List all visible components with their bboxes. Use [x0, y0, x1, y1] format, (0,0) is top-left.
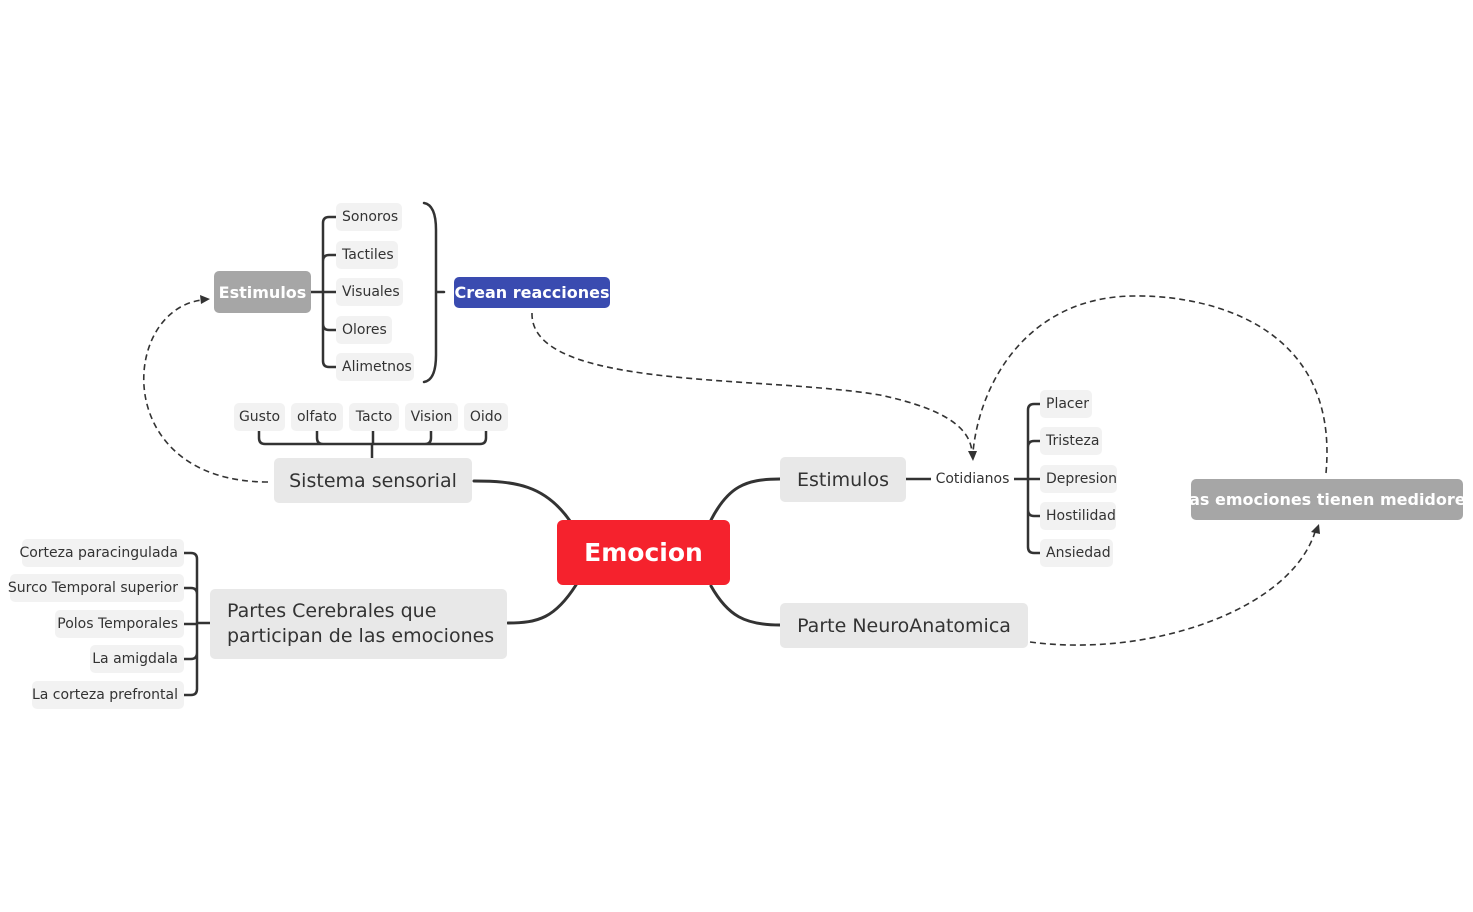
- bracket-cotidianos: [1012, 402, 1042, 555]
- main-topic-partes-cerebrales[interactable]: Partes Cerebrales que participan de las …: [210, 589, 507, 659]
- arrowhead-cotidianos: [968, 451, 977, 461]
- floating-topic-label: Las emociones tienen medidores: [1178, 490, 1473, 509]
- subtopic-depresion[interactable]: Depresion: [1040, 465, 1117, 493]
- subtopic-label: Vision: [410, 409, 453, 425]
- subtopic-label: olfato: [296, 409, 338, 425]
- connector-sistema-sensorial: [472, 479, 572, 523]
- subtopic-label: Visuales: [342, 284, 400, 300]
- subtopic-polos-temporales[interactable]: Polos Temporales: [55, 610, 184, 638]
- main-topic-label: Partes Cerebrales que participan de las …: [227, 600, 495, 647]
- subtopic-olfato[interactable]: olfato: [291, 403, 343, 431]
- subtopic-label: Olores: [342, 322, 387, 338]
- subtopic-oido[interactable]: Oido: [464, 403, 508, 431]
- subtopic-hostilidad[interactable]: Hostilidad: [1040, 502, 1116, 530]
- subtopic-olores[interactable]: Olores: [336, 316, 392, 344]
- subtopic-label: Oido: [469, 409, 503, 425]
- connector-parte-neuro: [709, 584, 782, 627]
- subtopic-label: La amigdala: [92, 651, 178, 667]
- subtopic-label: La corteza prefrontal: [31, 687, 178, 703]
- summary-label: Crean reacciones: [454, 283, 610, 302]
- subtopic-tacto[interactable]: Tacto: [349, 403, 399, 431]
- floating-topic-medidores[interactable]: Las emociones tienen medidores: [1179, 479, 1473, 520]
- main-topic-label: Estimulos: [797, 468, 889, 491]
- subtopic-label: Corteza paracingulada: [19, 545, 178, 561]
- relation-neuro-to-medidores: [1029, 531, 1316, 646]
- relation-sensorial-to-estimulos: [143, 299, 269, 483]
- subtopic-ansiedad[interactable]: Ansiedad: [1040, 539, 1113, 567]
- subtopic-corteza-prefrontal[interactable]: La corteza prefrontal: [32, 681, 184, 709]
- subtopic-placer[interactable]: Placer: [1040, 390, 1092, 418]
- subtopic-tristeza[interactable]: Tristeza: [1040, 427, 1102, 455]
- subtopic-label: Surco Temporal superior: [7, 580, 178, 596]
- subtopic-label: Gusto: [238, 409, 281, 425]
- summary-crean-reacciones[interactable]: Crean reacciones: [454, 277, 610, 308]
- subtopic-tactiles[interactable]: Tactiles: [336, 241, 398, 269]
- subtopic-cotidianos[interactable]: Cotidianos: [931, 465, 1014, 493]
- summary-brace: [422, 201, 446, 384]
- central-topic-label: Emocion: [584, 538, 703, 567]
- subtopic-amigdala[interactable]: La amigdala: [90, 645, 184, 673]
- subtopic-label: Polos Temporales: [57, 616, 178, 632]
- subtopic-label: Tacto: [355, 409, 393, 425]
- subtopic-label: Tactiles: [342, 247, 394, 263]
- main-topic-estimulos[interactable]: Estimulos: [780, 457, 906, 502]
- subtopic-label: Cotidianos: [935, 471, 1010, 487]
- subtopic-label: Ansiedad: [1046, 545, 1111, 561]
- subtopic-corteza-paracingulada[interactable]: Corteza paracingulada: [19, 539, 184, 567]
- connector-partes-cerebrales: [506, 583, 578, 625]
- main-topic-sistema-sensorial[interactable]: Sistema sensorial: [274, 458, 472, 503]
- subtopic-label: Depresion: [1046, 471, 1117, 487]
- subtopic-label: Placer: [1046, 396, 1089, 412]
- subtopic-label: Sonoros: [342, 209, 399, 225]
- floating-topic-label: Estimulos: [218, 282, 307, 302]
- subtopic-surco-temporal[interactable]: Surco Temporal superior: [7, 574, 184, 602]
- subtopic-label: Hostilidad: [1046, 508, 1116, 524]
- bracket-partes: [182, 551, 212, 697]
- subtopic-gusto[interactable]: Gusto: [234, 403, 285, 431]
- bracket-estimulos-floating: [309, 215, 338, 369]
- subtopic-label: Tristeza: [1046, 433, 1100, 449]
- main-topic-parte-neuroanatomica[interactable]: Parte NeuroAnatomica: [780, 603, 1028, 648]
- bracket-sentidos: [257, 429, 488, 460]
- subtopic-visuales[interactable]: Visuales: [336, 278, 403, 306]
- arrowhead-estimulos: [200, 295, 210, 304]
- central-topic[interactable]: Emocion: [557, 520, 730, 585]
- relation-reacciones-to-cotidianos: [531, 312, 973, 453]
- connector-estimulos-right: [709, 477, 782, 522]
- main-topic-label: Sistema sensorial: [289, 469, 457, 492]
- arrowhead-medidores: [1311, 524, 1320, 534]
- subtopic-vision[interactable]: Vision: [405, 403, 458, 431]
- subtopic-alimetnos[interactable]: Alimetnos: [336, 353, 414, 381]
- relation-medidores-to-cotidianos: [972, 295, 1328, 474]
- subtopic-label: Alimetnos: [342, 359, 412, 375]
- main-topic-label: Parte NeuroAnatomica: [797, 614, 1011, 637]
- subtopic-sonoros[interactable]: Sonoros: [336, 203, 402, 231]
- floating-topic-estimulos[interactable]: Estimulos: [214, 271, 311, 313]
